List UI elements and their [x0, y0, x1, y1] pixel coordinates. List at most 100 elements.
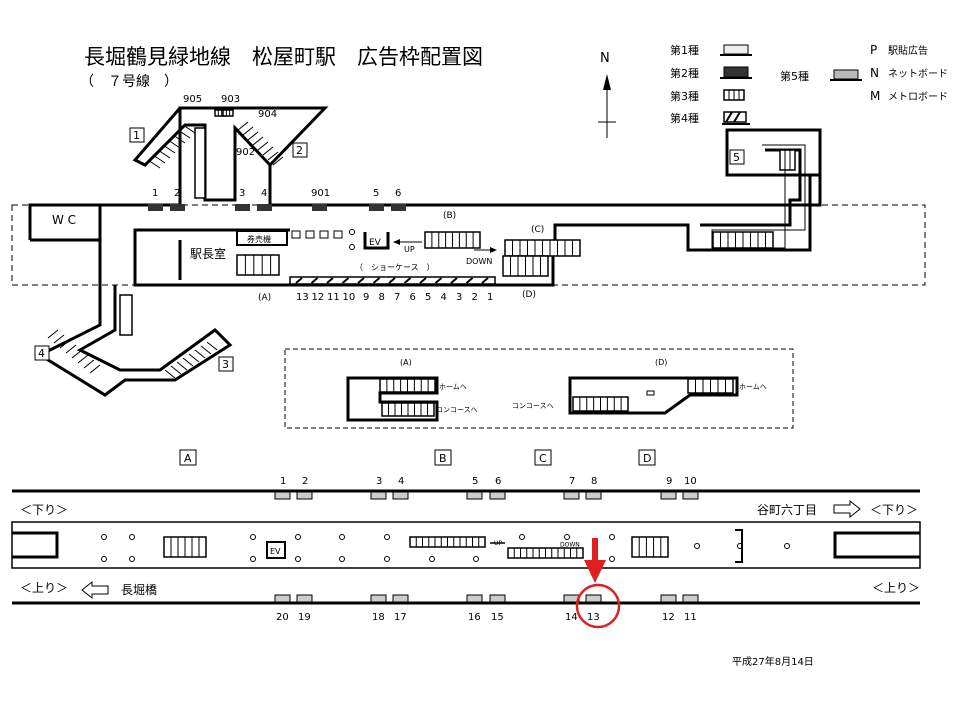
type2-ad-5	[369, 204, 384, 211]
platform-ad-label-18: 18	[372, 612, 385, 623]
pillar-icon	[250, 556, 256, 562]
stair-label: (B)	[443, 211, 456, 221]
page-title: 長堀鶴見緑地線 松屋町駅 広告枠配置図	[84, 45, 483, 69]
pillar-icon	[250, 534, 256, 540]
concourse-down-label: DOWN	[466, 257, 492, 266]
compass-label: N	[600, 51, 610, 66]
platform-ad-label-10: 10	[684, 476, 697, 487]
kudari-left-label: ＜下り＞	[20, 503, 68, 517]
wall-ad-label-901: 901	[311, 188, 330, 199]
exit-4-label: 4	[38, 347, 45, 360]
exit-4-box	[34, 345, 50, 361]
platform-up-label: UP	[494, 540, 502, 547]
gate-icon	[305, 230, 315, 239]
concourse-walls	[28, 106, 822, 397]
type5-ad-16	[466, 594, 483, 603]
type5-ad-4	[392, 491, 409, 500]
exit-1-label: 1	[133, 129, 140, 142]
pillar-icon	[295, 534, 301, 540]
island-platform	[11, 521, 921, 569]
pillar-icon	[609, 534, 615, 540]
showcase-number-1: 1	[487, 292, 493, 303]
exit-3-box	[218, 356, 234, 372]
detail-d-label: (D)	[655, 358, 667, 367]
showcase-number-3: 3	[456, 292, 462, 303]
pillar-icon	[519, 534, 525, 540]
showcase-number-13: 13	[296, 292, 309, 303]
type4-ad	[341, 277, 350, 284]
kudari-right-label: ＜下り＞	[870, 503, 918, 517]
concourse-boundary	[11, 204, 926, 286]
stair-letter-C: C	[539, 452, 547, 465]
revision-date: 平成27年8月14日	[732, 655, 814, 668]
showcase-number-4: 4	[441, 292, 447, 303]
concourse-up-label: UP	[404, 245, 415, 254]
exit-3-label: 3	[222, 358, 229, 371]
type5-ad-12	[660, 594, 677, 603]
type3-swatch-icon	[723, 89, 745, 101]
platform-ad-label-5: 5	[472, 476, 478, 487]
stair-marker-C	[534, 449, 552, 466]
legend-code-M: M	[870, 89, 880, 103]
type2-ad-4	[257, 204, 272, 211]
wc-label: W C	[52, 213, 76, 227]
platform-ad-label-15: 15	[491, 612, 504, 623]
stair	[119, 294, 133, 336]
type4-ad	[419, 277, 427, 284]
type5-ad-5	[466, 491, 483, 500]
nobori-right-label: ＜上り＞	[872, 581, 920, 595]
type4-ad	[295, 277, 303, 284]
exit-5-box	[729, 149, 745, 165]
showcase-number-5: 5	[425, 292, 431, 303]
showcase-label: （ ショーケース ）	[355, 263, 435, 272]
type4-ad	[357, 277, 365, 284]
type2-ad-2	[170, 204, 185, 211]
legend-type2: 第2種	[670, 66, 699, 80]
wall-ad-label-6: 6	[395, 188, 401, 199]
stair	[631, 536, 669, 558]
platform-ad-label-4: 4	[398, 476, 404, 487]
type4-ad	[372, 277, 381, 284]
stair-label: (A)	[258, 293, 271, 303]
gate-icon	[333, 230, 343, 239]
platform-ad-label-14: 14	[565, 612, 578, 623]
upper-ad-904: 904	[258, 109, 277, 120]
type5-ad-7	[563, 491, 580, 500]
destination-right: 谷町六丁目	[757, 503, 817, 517]
type1-swatch-icon	[723, 44, 749, 55]
pillar-icon	[784, 543, 790, 549]
type5-ad-20	[274, 594, 291, 603]
pillar-icon	[101, 556, 107, 562]
partition	[735, 529, 743, 563]
legend-code-P: P	[870, 43, 877, 57]
platform-ad-label-8: 8	[591, 476, 597, 487]
type5-ad-1	[274, 491, 291, 500]
arrow-right-icon	[833, 499, 861, 519]
pillar-icon	[384, 556, 390, 562]
platform-ad-label-3: 3	[376, 476, 382, 487]
stair	[222, 109, 234, 117]
stair-letter-D: D	[643, 452, 651, 465]
type5-ad-3	[370, 491, 387, 500]
platform-ad-label-6: 6	[495, 476, 501, 487]
pillar-icon	[429, 556, 435, 562]
page-subtitle: （ ７号線 ）	[80, 74, 178, 90]
type5-ad-17	[392, 594, 409, 603]
type4-ad	[434, 277, 443, 284]
pillar-icon	[564, 534, 570, 540]
type4-swatch-icon	[722, 111, 750, 125]
type5-ad-6	[489, 491, 506, 500]
exit-2-label: 2	[296, 144, 303, 157]
north-compass-icon: N	[598, 51, 616, 138]
platform-ad-label-12: 12	[662, 612, 675, 623]
type5-swatch-icon	[833, 69, 859, 80]
legend-code-N: N	[870, 66, 879, 80]
type4-ad	[465, 277, 474, 284]
wall-ad-label-5: 5	[373, 188, 379, 199]
type5-ad-18	[370, 594, 387, 603]
showcase-number-11: 11	[327, 292, 340, 303]
stair	[779, 149, 796, 171]
pillar-icon	[384, 534, 390, 540]
platform-ad-label-9: 9	[666, 476, 672, 487]
upper-ad-903: 903	[221, 94, 240, 105]
